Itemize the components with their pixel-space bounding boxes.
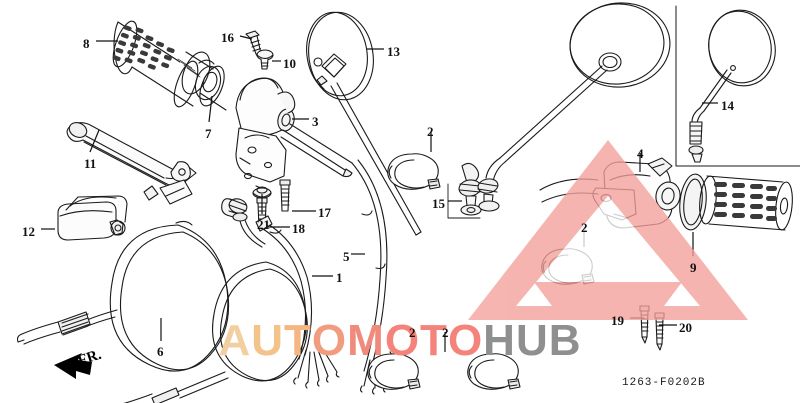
fr-direction-arrow xyxy=(54,353,92,379)
part-lever-11 xyxy=(66,122,197,205)
callout-number-2: 2 xyxy=(442,325,449,340)
callout-number-6: 6 xyxy=(157,344,164,359)
callout-number-2: 2 xyxy=(427,124,434,139)
callout-number-7: 7 xyxy=(205,126,212,141)
part-clamp-2-a xyxy=(387,153,441,190)
part-throttle-sleeve-7 xyxy=(181,51,227,111)
callout-number-9: 9 xyxy=(690,260,697,275)
callout-number-10: 10 xyxy=(283,56,296,71)
part-mirror-base-15 xyxy=(447,162,482,219)
part-screw-19 xyxy=(639,305,650,344)
part-mirror-13 xyxy=(306,11,422,236)
callout-number-14: 14 xyxy=(721,98,734,113)
leader-line-7 xyxy=(208,95,213,123)
part-switch-housing-4 xyxy=(539,157,681,229)
callout-number-16: 16 xyxy=(221,30,234,45)
part-cable-elbow xyxy=(221,198,266,248)
callout-number-13: 13 xyxy=(387,44,400,59)
callout-number-20: 20 xyxy=(679,320,692,335)
callout-number-8: 8 xyxy=(83,36,90,51)
callout-number-12: 12 xyxy=(22,224,35,239)
part-bolt-16 xyxy=(245,30,262,56)
callout-number-18: 18 xyxy=(292,221,305,236)
part-switch-housing-3 xyxy=(235,77,353,192)
callout-number-3: 3 xyxy=(312,114,319,129)
part-grip-8 xyxy=(112,20,201,108)
part-screw-20 xyxy=(654,312,665,351)
part-screw-17 xyxy=(279,179,291,212)
leader-line-11 xyxy=(89,129,100,153)
callout-number-4: 4 xyxy=(637,146,644,161)
part-grip-right xyxy=(699,175,793,231)
callout-number-1: 1 xyxy=(336,270,343,285)
callout-number-19: 19 xyxy=(611,313,624,328)
part-clamp-2-b xyxy=(541,248,595,285)
callout-leaders xyxy=(41,35,718,352)
diagram-part-number: 1263-F0202B xyxy=(622,377,706,389)
inset-box-14 xyxy=(675,5,800,167)
callout-number-15: 15 xyxy=(432,196,445,211)
part-cable-6 xyxy=(16,220,230,372)
part-screw-10 xyxy=(256,49,274,70)
callout-number-11: 11 xyxy=(84,156,97,171)
callout-number-2: 2 xyxy=(581,220,588,235)
callout-number-17: 17 xyxy=(318,205,331,220)
leader-line-16 xyxy=(239,35,253,40)
part-cable-coil-2nd xyxy=(123,261,308,403)
part-clamp-12 xyxy=(57,195,128,241)
callout-number-2: 2 xyxy=(409,325,416,340)
part-clamp-2-d xyxy=(467,353,521,390)
callout-number-21: 21 xyxy=(257,217,270,232)
part-clamp-2-c xyxy=(367,353,421,390)
callout-number-5: 5 xyxy=(343,249,350,264)
